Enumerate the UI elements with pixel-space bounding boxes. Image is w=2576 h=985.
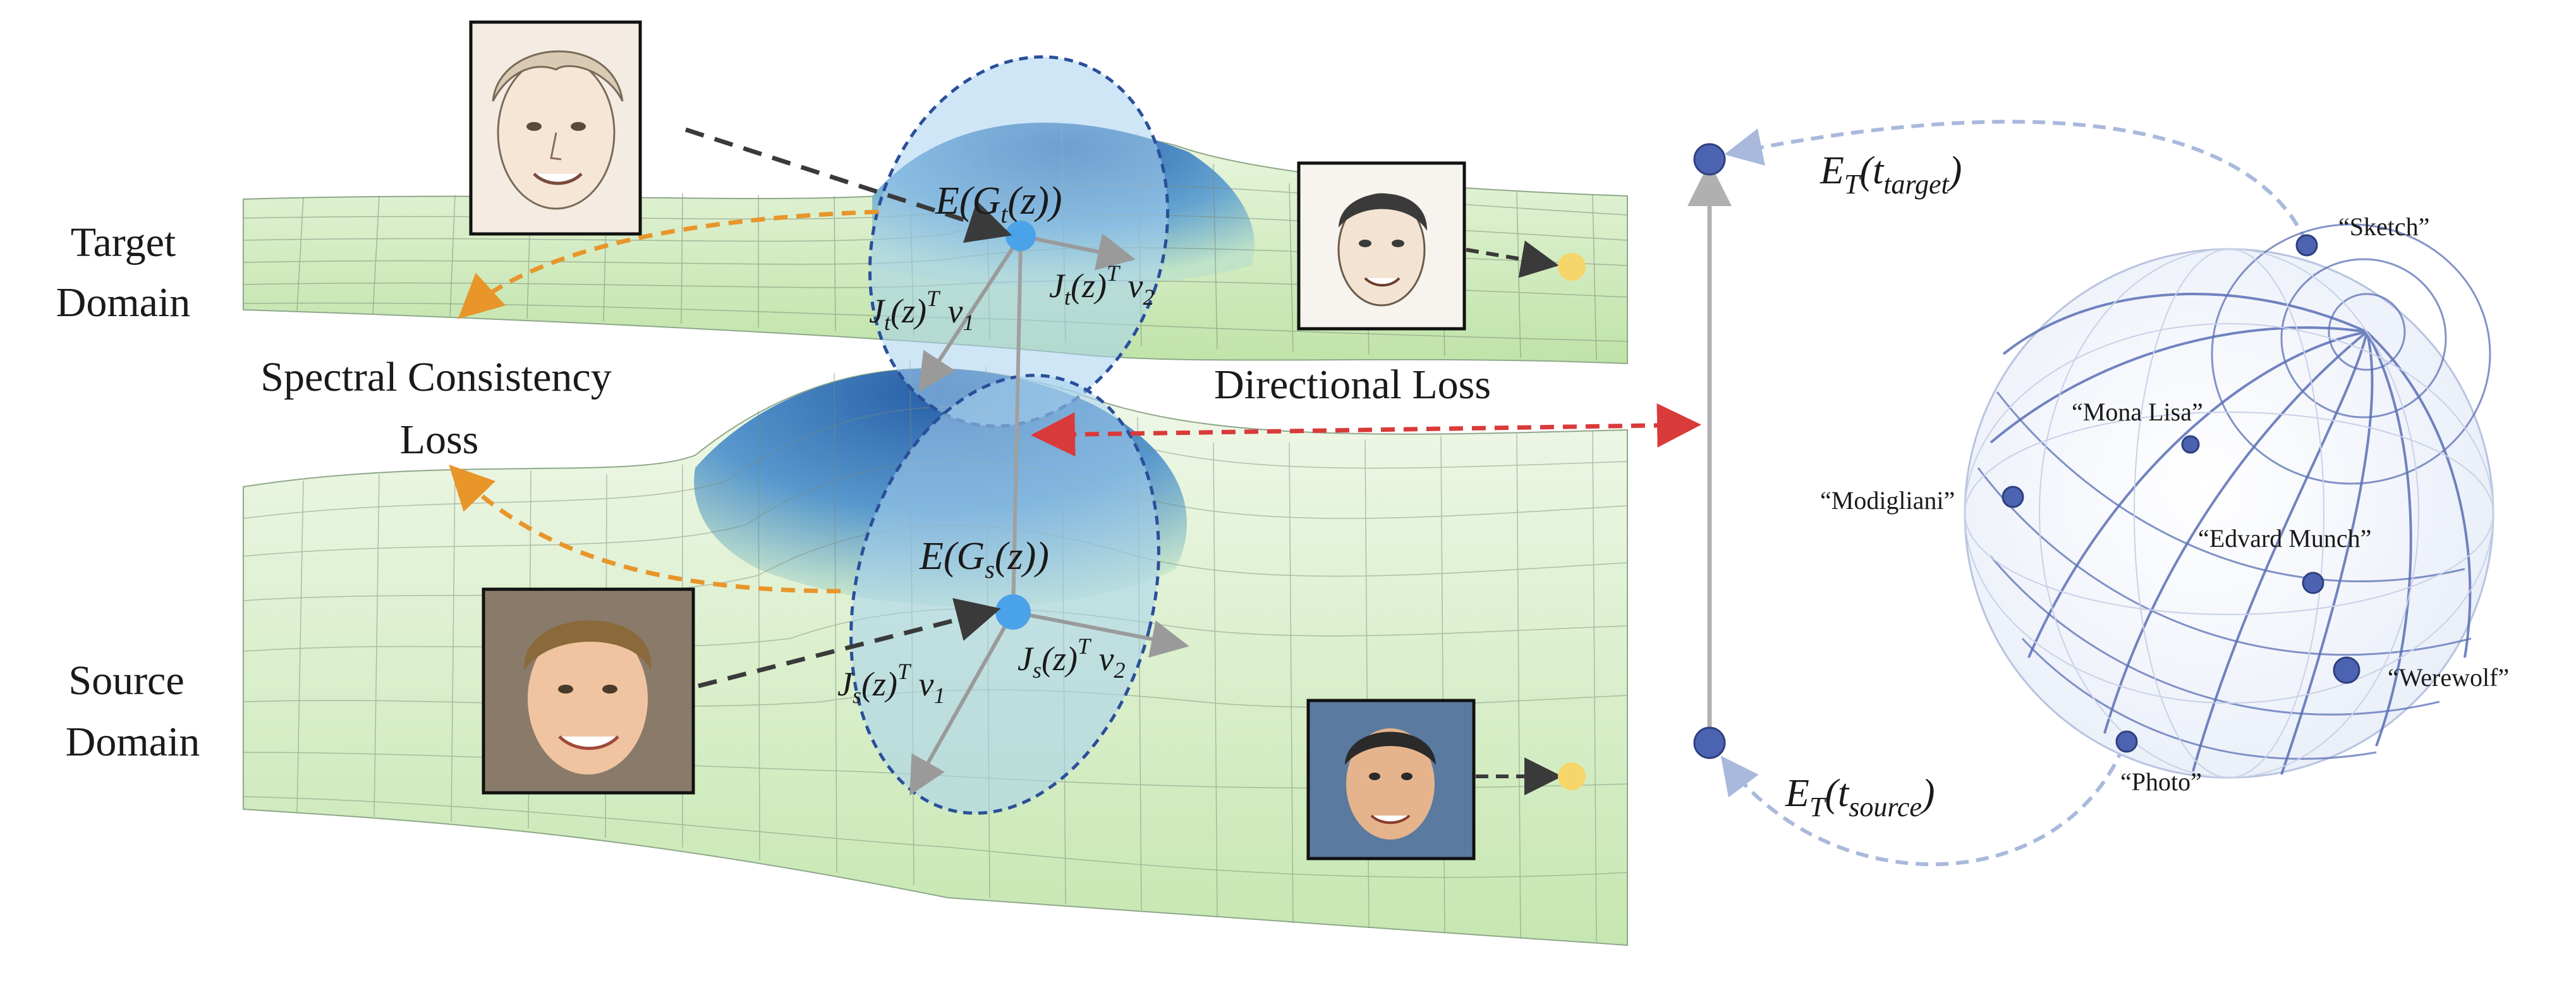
egs-label: E(Gs(z)) — [919, 535, 1049, 584]
spectral-loss-label-line1: Spectral Consistency — [260, 354, 611, 400]
spectral-loss-arrow-upper — [458, 209, 879, 319]
target-face-to-point-arrow — [684, 127, 1012, 243]
jt-v1-label: Jt(z)T v1 — [869, 286, 974, 335]
source-side-point — [1558, 762, 1586, 790]
werewolf-node — [2333, 656, 2360, 684]
svg-text:Js(z)T v2: Js(z)T v2 — [1018, 633, 1125, 683]
target-domain-label-line2: Domain — [56, 279, 191, 326]
egt-label: E(Gt(z)) — [935, 180, 1062, 228]
svg-text:ET(tsource): ET(tsource) — [1785, 772, 1935, 823]
jt-v2-label: Jt(z)T v2 — [1049, 260, 1154, 310]
photo-label: “Photo” — [2120, 768, 2202, 796]
source-face-image-a — [482, 587, 695, 795]
source-embedding-point — [995, 594, 1031, 630]
source-text-node — [1693, 726, 1726, 759]
sketch-label: “Sketch” — [2338, 212, 2429, 241]
edvard-munch-node — [2302, 572, 2324, 594]
source-face-to-point-arrow — [698, 597, 1001, 688]
source-face-image-b — [1306, 699, 1476, 860]
target-face-image-b — [1297, 161, 1466, 331]
target-side-point — [1558, 253, 1586, 281]
modigliani-label: “Modigliani” — [1820, 486, 1955, 515]
et-target-label: ET(ttarget) — [1820, 149, 1962, 200]
target-text-curve — [1724, 119, 2309, 245]
source-text-curve — [1720, 745, 2125, 867]
mona-lisa-node — [2181, 435, 2200, 454]
js-v2-label: Js(z)T v2 — [1018, 633, 1125, 683]
svg-text:Jt(z)T v1: Jt(z)T v1 — [869, 286, 974, 335]
photo-node — [2115, 730, 2138, 753]
target-domain-label-line1: Target — [71, 219, 176, 266]
source-domain-label-line1: Source — [68, 658, 184, 704]
source-vectors — [909, 243, 1189, 796]
directional-loss-label: Directional Loss — [1214, 362, 1491, 408]
svg-text:Jt(z)T v2: Jt(z)T v2 — [1049, 260, 1154, 310]
sphere-back-grid — [1964, 248, 2494, 778]
sketch-node — [2295, 234, 2318, 257]
spectral-loss-arrow-lower — [449, 464, 841, 594]
target-embedding-point — [1005, 221, 1036, 251]
werewolf-label: “Werewolf” — [2388, 663, 2509, 692]
target-text-node — [1693, 143, 1726, 176]
target-face-image-a — [469, 20, 642, 236]
clip-embedding-sphere — [1964, 223, 2494, 779]
svg-text:E(Gt(z)): E(Gt(z)) — [935, 180, 1062, 228]
source-domain-label-line2: Domain — [66, 719, 200, 765]
target-vectors — [918, 233, 1136, 393]
directional-loss-arrow — [1031, 403, 1701, 457]
mona-lisa-label: “Mona Lisa” — [2072, 398, 2203, 426]
edvard-munch-label: “Edvard Munch” — [2198, 524, 2371, 553]
sphere-parallels — [1977, 223, 2491, 760]
et-source-label: ET(tsource) — [1785, 772, 1935, 823]
svg-text:E(Gs(z)): E(Gs(z)) — [919, 535, 1049, 584]
spectral-loss-label-line2: Loss — [400, 417, 479, 463]
svg-text:ET(ttarget): ET(ttarget) — [1820, 149, 1962, 200]
target-face-b-arrow — [1466, 240, 1559, 278]
modigliani-node — [2002, 486, 2024, 508]
